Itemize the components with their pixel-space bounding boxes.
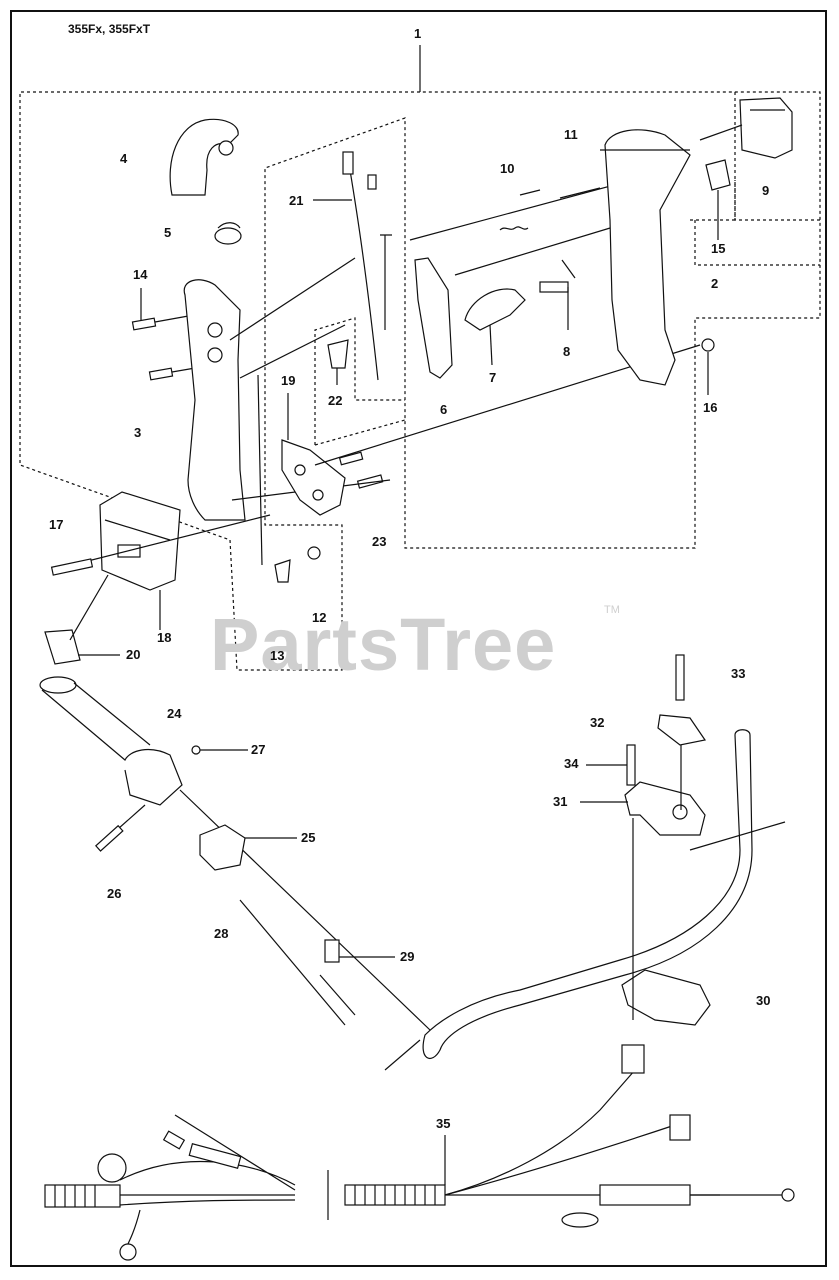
part-5-spring <box>214 222 242 245</box>
callout-4: 4 <box>120 151 128 166</box>
callout-2: 2 <box>711 276 719 291</box>
callout-16: 16 <box>703 400 718 415</box>
watermark-trademark: TM <box>604 604 620 616</box>
part-9-clip <box>739 97 793 159</box>
part-10-pin <box>409 177 641 241</box>
callout-23: 23 <box>372 534 387 549</box>
part-20-latch <box>44 629 81 665</box>
callout-21: 21 <box>289 193 304 208</box>
callout-9: 9 <box>762 183 770 198</box>
model-label: 355Fx, 355FxT <box>68 22 151 36</box>
callout-6: 6 <box>440 402 448 417</box>
callout-24: 24 <box>167 706 182 721</box>
part-31-handle-mount <box>624 781 706 836</box>
part-21-throttle-cable <box>342 151 392 381</box>
callout-20: 20 <box>126 647 141 662</box>
callout-11: 11 <box>564 127 578 142</box>
callout-30: 30 <box>756 993 771 1008</box>
part-15-switch <box>705 159 731 191</box>
callout-10: 10 <box>500 161 515 176</box>
diagram-frame <box>10 10 827 1267</box>
part-3-handle-half <box>183 257 391 521</box>
callout-1: 1 <box>414 26 422 41</box>
watermark: PartsTree <box>210 603 557 686</box>
part-18-housing <box>99 491 181 591</box>
part-19-plate <box>281 344 701 516</box>
part-25-clamp <box>199 824 246 871</box>
callout-13: 13 <box>270 648 285 663</box>
callout-29: 29 <box>400 949 415 964</box>
part-6-trigger <box>414 224 621 379</box>
part-30-loop-handle <box>384 729 786 1071</box>
part-4-lever-cap <box>169 118 239 196</box>
callout-17: 17 <box>49 517 64 532</box>
part-11-handle-half <box>600 129 691 386</box>
callout-3: 3 <box>134 425 142 440</box>
callout-8: 8 <box>563 344 571 359</box>
callout-28: 28 <box>214 926 229 941</box>
callout-25: 25 <box>301 830 316 845</box>
callout-31: 31 <box>553 794 568 809</box>
callout-34: 34 <box>564 756 579 771</box>
callout-35: 35 <box>436 1116 451 1131</box>
callout-15: 15 <box>711 241 726 256</box>
callout-32: 32 <box>590 715 605 730</box>
callout-19: 19 <box>281 373 296 388</box>
part-8-screw <box>539 259 576 330</box>
callout-27: 27 <box>251 742 266 757</box>
part-22-clip <box>327 339 349 369</box>
callout-12: 12 <box>312 610 327 625</box>
callout-18: 18 <box>157 630 172 645</box>
part-16-nut <box>701 338 715 352</box>
callout-5: 5 <box>164 225 172 240</box>
harness-detail-left <box>44 1114 296 1261</box>
part-35-wiring-harness <box>344 1044 795 1228</box>
part-32-cover <box>657 714 707 746</box>
callout-26: 26 <box>107 886 122 901</box>
callout-33: 33 <box>731 666 746 681</box>
part-7-lockout <box>464 288 526 366</box>
callout-22: 22 <box>328 393 343 408</box>
callout-14: 14 <box>133 267 148 282</box>
callout-7: 7 <box>489 370 497 385</box>
